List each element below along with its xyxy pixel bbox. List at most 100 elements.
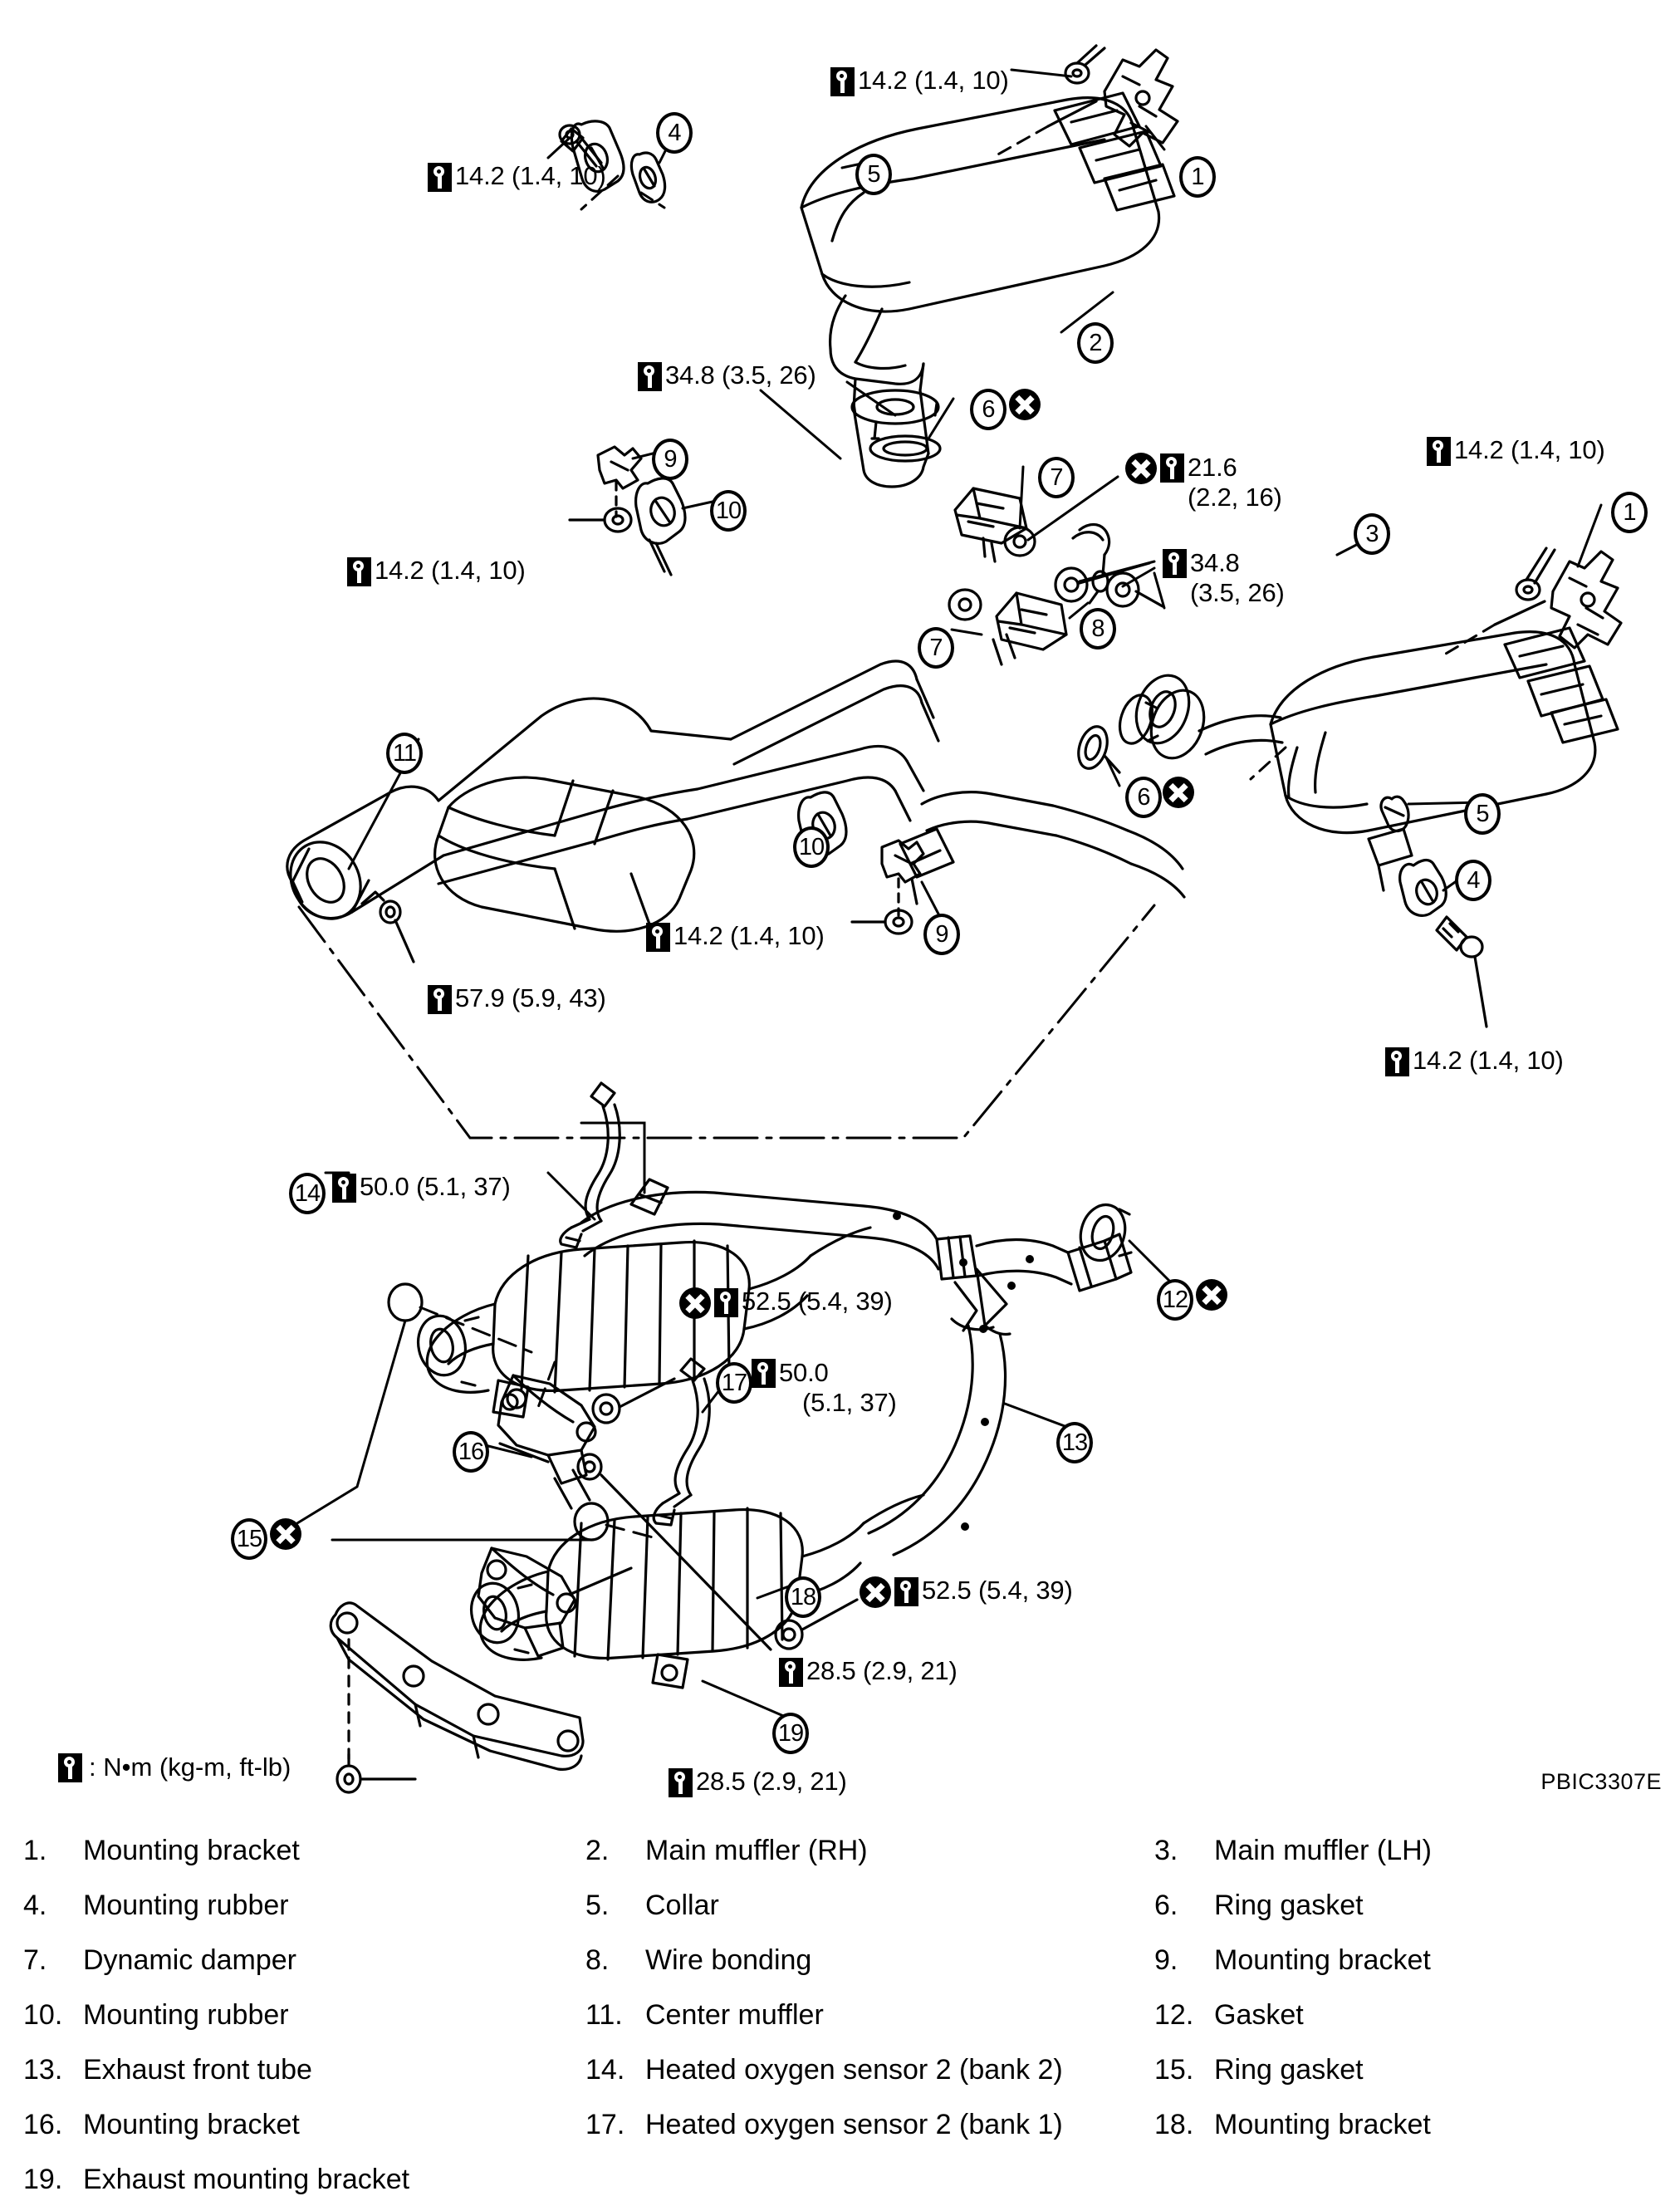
parts-number: 7. xyxy=(23,1944,47,1976)
parts-number: 4. xyxy=(23,1889,47,1921)
parts-name: Exhaust front tube xyxy=(83,2053,312,2086)
wrench-icon xyxy=(714,1288,738,1317)
ref-bubble-5a: 5 xyxy=(855,154,892,195)
torque-value: 57.9 (5.9, 43) xyxy=(455,983,606,1012)
parts-item: 17. Heated oxygen sensor 2 (bank 1) xyxy=(585,2109,1154,2141)
figure-code: PBIC3307E xyxy=(1540,1769,1662,1794)
parts-name: Dynamic damper xyxy=(83,1944,296,1976)
catalytic-converter-upper xyxy=(417,1178,872,1419)
parts-number: 19. xyxy=(23,2163,63,2195)
parts-name: Main muffler (RH) xyxy=(645,1834,868,1866)
parts-item: 13. Exhaust front tube xyxy=(0,2054,585,2086)
parts-number: 10. xyxy=(23,1998,63,2031)
parts-item: 6. Ring gasket xyxy=(1154,1890,1680,1922)
torque-label-t5: 14.2 (1.4, 10) xyxy=(1427,436,1605,466)
collar-5-right xyxy=(1379,795,1410,833)
ref-bubble-10b: 10 xyxy=(793,826,830,868)
parts-item: 19. Exhaust mounting bracket xyxy=(0,2164,585,2196)
torque-value: 52.5 (5.4, 39) xyxy=(922,1576,1073,1605)
wrench-icon xyxy=(428,985,452,1014)
units-key: : N•m (kg-m, ft-lb) xyxy=(58,1752,291,1782)
torque-value: 14.2 (1.4, 10) xyxy=(455,161,606,190)
parts-name: Exhaust mounting bracket xyxy=(83,2163,410,2195)
parts-number: 9. xyxy=(1154,1944,1178,1976)
parts-row: 19. Exhaust mounting bracket xyxy=(0,2152,1680,2201)
wrench-icon xyxy=(669,1768,693,1797)
torque-value: 14.2 (1.4, 10) xyxy=(858,66,1009,95)
circled-x-icon xyxy=(860,1576,891,1608)
parts-number: 3. xyxy=(1154,1834,1178,1866)
ref-bubble-4a: 4 xyxy=(656,112,693,154)
torque-label-t10: 14.2 (1.4, 10) xyxy=(1385,1047,1564,1076)
mounting-bracket-18 xyxy=(477,1547,633,1658)
wire-bonding-8 xyxy=(1054,522,1164,608)
parts-name: Mounting bracket xyxy=(1214,2108,1431,2140)
torque-value: 14.2 (1.4, 10) xyxy=(375,556,526,585)
center-muffler-11 xyxy=(286,659,940,963)
parts-name: Heated oxygen sensor 2 (bank 2) xyxy=(645,2053,1063,2086)
torque-label-t8: 14.2 (1.4, 10) xyxy=(646,922,825,952)
ref-bubble-9a: 9 xyxy=(652,439,688,480)
mounting-bracket-1-right xyxy=(1493,550,1623,650)
ref-bubble-8: 8 xyxy=(1080,608,1116,650)
torque-label-t2: 14.2 (1.4, 10) xyxy=(428,162,606,192)
o2-sensor-14 xyxy=(559,1081,621,1249)
collar-5-upper xyxy=(629,151,667,203)
wrench-icon xyxy=(1427,437,1451,466)
circled-x-icon-12 xyxy=(1196,1279,1227,1311)
ring-gasket-6-right xyxy=(1077,725,1121,774)
parts-row: 1. Mounting bracket 2. Main muffler (RH)… xyxy=(0,1823,1680,1878)
wrench-icon xyxy=(894,1577,918,1606)
torque-value: 28.5 (2.9, 21) xyxy=(806,1656,958,1685)
parts-row: 10. Mounting rubber 11. Center muffler 1… xyxy=(0,1988,1680,2042)
torque-label-t14: 52.5 (5.4, 39) xyxy=(860,1576,1073,1608)
ref-bubble-9b: 9 xyxy=(923,914,960,955)
ref-bubble-2: 2 xyxy=(1077,322,1114,364)
gasket-15-upper-guide xyxy=(419,1306,533,1354)
parts-number: 15. xyxy=(1154,2053,1194,2086)
parts-number: 5. xyxy=(585,1889,610,1921)
parts-number: 13. xyxy=(23,2053,63,2086)
parts-name: Wire bonding xyxy=(645,1944,812,1976)
torque-label-t16: 28.5 (2.9, 21) xyxy=(669,1767,847,1797)
wrench-icon xyxy=(58,1753,82,1782)
ref-bubble-3: 3 xyxy=(1354,513,1390,555)
parts-item: 18. Mounting bracket xyxy=(1154,2109,1680,2141)
ref-bubble-18: 18 xyxy=(785,1576,821,1618)
circled-x-icon xyxy=(1125,453,1157,484)
torque-value: 28.5 (2.9, 21) xyxy=(696,1767,847,1796)
torque-value: 14.2 (1.4, 10) xyxy=(1413,1046,1564,1075)
bolt-right-upper xyxy=(1515,547,1556,601)
parts-name: Collar xyxy=(645,1889,719,1921)
ref-bubble-15: 15 xyxy=(231,1518,267,1560)
parts-item: 12. Gasket xyxy=(1154,1999,1680,2032)
parts-item: 9. Mounting bracket xyxy=(1154,1944,1680,1977)
parts-item: 8. Wire bonding xyxy=(585,1944,1154,1977)
ref-bubble-12: 12 xyxy=(1157,1279,1193,1321)
parts-number: 2. xyxy=(585,1834,610,1866)
torque-label-t7: 14.2 (1.4, 10) xyxy=(347,556,526,586)
wrench-icon xyxy=(332,1174,356,1203)
leader-15-upper xyxy=(287,1319,407,1530)
bolt-28-5 xyxy=(576,1453,772,1651)
torque-label-t1: 14.2 (1.4, 10) xyxy=(830,66,1009,96)
parts-name: Mounting rubber xyxy=(83,1889,289,1921)
parts-number: 14. xyxy=(585,2053,625,2086)
parts-item: 1. Mounting bracket xyxy=(0,1835,585,1867)
mounting-bracket-9-upper xyxy=(596,445,643,518)
ref-bubble-14: 14 xyxy=(289,1173,326,1214)
ref-bubble-11: 11 xyxy=(386,733,423,774)
ref-bubble-6b: 6 xyxy=(1125,777,1162,818)
torque-label-t6: 34.8 (3.5, 26) xyxy=(1163,548,1285,608)
mounting-rubber-4-right xyxy=(1398,858,1447,917)
torque-value: 14.2 (1.4, 10) xyxy=(1454,435,1605,464)
torque-value-line2: (3.5, 26) xyxy=(1190,578,1285,607)
parts-item: 5. Collar xyxy=(585,1890,1154,1922)
parts-number: 1. xyxy=(23,1834,47,1866)
ref-bubble-7a: 7 xyxy=(1038,457,1075,498)
bolt-52-5-upper xyxy=(591,1377,676,1424)
torque-value: 52.5 (5.4, 39) xyxy=(742,1287,893,1316)
gasket-12 xyxy=(1079,1203,1133,1262)
wrench-icon xyxy=(638,362,662,391)
